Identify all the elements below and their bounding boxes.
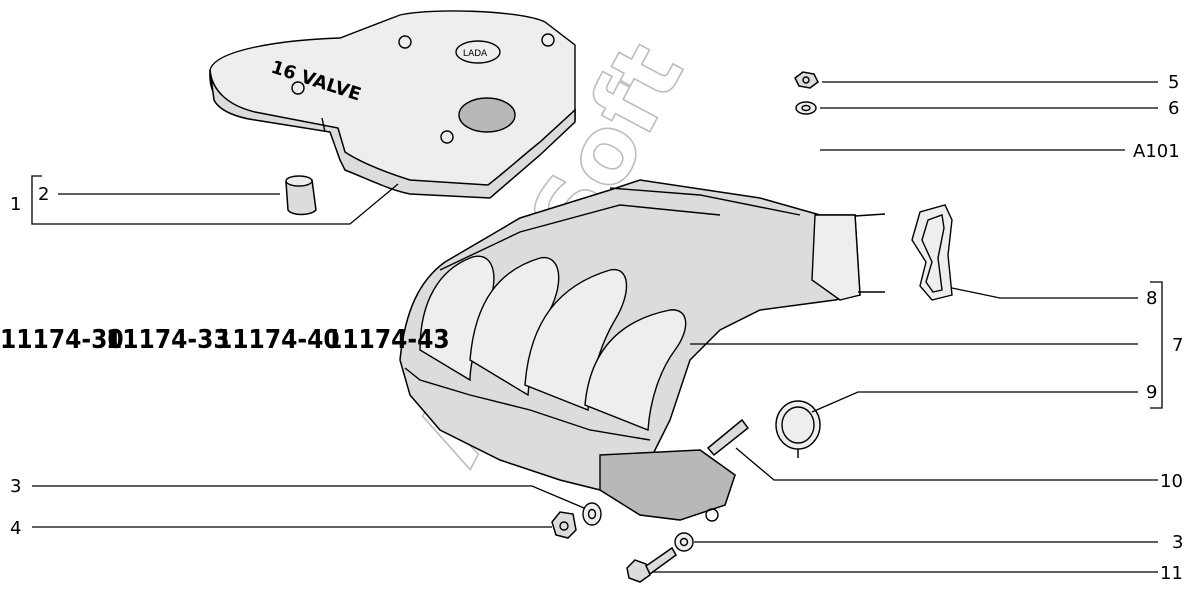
- callout-10: 10: [1160, 471, 1183, 492]
- callout-8: 8: [1146, 288, 1157, 309]
- callout-9: 9: [1146, 382, 1157, 403]
- engine-cover: LADA 16 VALVE: [209, 10, 576, 199]
- gasket-8: [911, 204, 953, 301]
- callout-4: 4: [10, 518, 21, 539]
- washer-3-left: [582, 502, 602, 526]
- callout-6: 6: [1168, 98, 1179, 119]
- nut-5: [794, 71, 819, 89]
- leader-lines: [31, 81, 1163, 573]
- model-code: 11174-40: [216, 325, 340, 355]
- washer-3-right: [674, 532, 694, 552]
- callout-11: 11: [1160, 563, 1183, 584]
- washer-6: [795, 101, 817, 115]
- callout-3-left: 3: [10, 476, 21, 497]
- bolt-11: [626, 546, 677, 583]
- cover-logo-letters: LADA: [463, 49, 488, 59]
- rubber-cap: [285, 175, 317, 216]
- callout-1: 1: [10, 194, 21, 215]
- callout-5: 5: [1168, 72, 1179, 93]
- nut-4: [551, 511, 577, 539]
- callout-a101: A101: [1133, 141, 1180, 162]
- intake-manifold: [399, 179, 886, 522]
- ring-9: [775, 400, 821, 458]
- callout-7: 7: [1172, 335, 1183, 356]
- callout-3-right: 3: [1172, 532, 1183, 553]
- stud-10: [706, 418, 750, 457]
- model-code: 11174-33: [106, 325, 230, 355]
- model-code: 11174-30: [0, 325, 124, 355]
- callout-2: 2: [38, 184, 49, 205]
- model-code: 11174-43: [326, 325, 450, 355]
- model-codes: 11174-30 11174-33 11174-40 11174-43: [0, 325, 450, 355]
